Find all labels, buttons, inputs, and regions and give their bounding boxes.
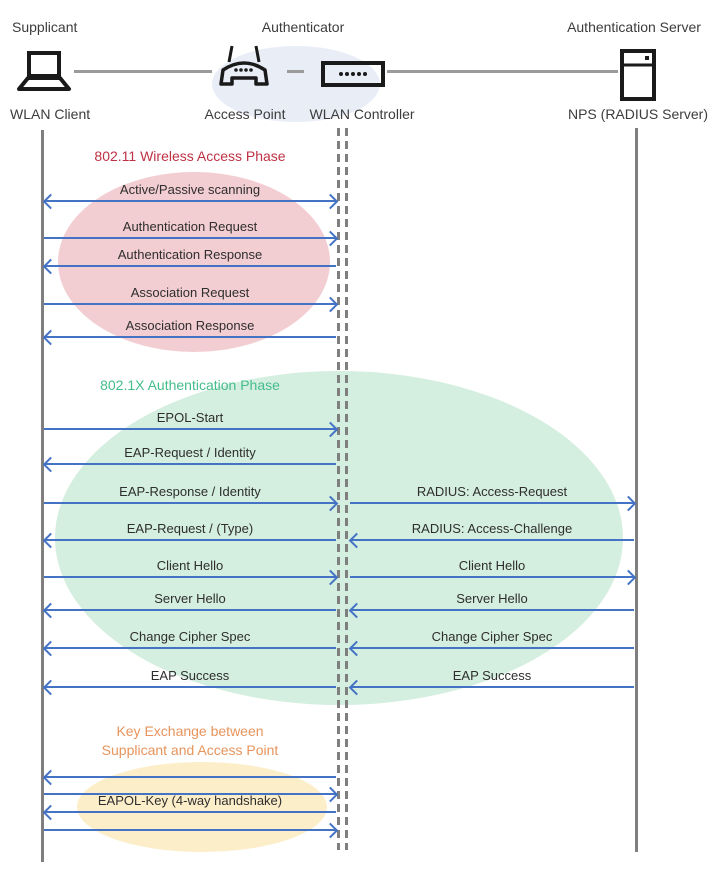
message-label: Change Cipher Spec — [431, 629, 553, 644]
message-label: Server Hello — [154, 591, 226, 606]
message-line — [350, 686, 634, 688]
message-label: Change Cipher Spec — [129, 629, 251, 644]
message-line — [44, 811, 336, 813]
role-supplicant: Supplicant — [12, 19, 78, 35]
arrowhead-left-icon — [42, 769, 59, 786]
message-line — [44, 200, 336, 202]
message-label: EAP-Request / Identity — [124, 445, 256, 460]
message-line — [350, 647, 634, 649]
message-label: Client Hello — [458, 558, 526, 573]
connector-wlc-server — [387, 70, 618, 73]
message-line — [44, 686, 336, 688]
access-point-icon — [214, 44, 274, 94]
message-label: Authentication Response — [117, 247, 263, 262]
message-label: Client Hello — [156, 558, 224, 573]
message-label: EAP-Response / Identity — [119, 484, 261, 499]
message-line — [350, 502, 634, 504]
device-wlan-controller: WLAN Controller — [309, 106, 415, 122]
device-wlan-client: WLAN Client — [10, 106, 91, 122]
message-line — [44, 776, 336, 778]
message-line — [44, 502, 336, 504]
message-line — [44, 829, 336, 831]
server-lifeline — [635, 128, 638, 852]
message-label: RADIUS: Access-Request — [416, 484, 568, 499]
message-label: Server Hello — [456, 591, 528, 606]
role-authentication-server: Authentication Server — [567, 19, 701, 35]
phase3-title-line2: Supplicant and Access Point — [101, 742, 279, 758]
phase3-title-line1: Key Exchange between — [116, 723, 264, 739]
message-label: Association Request — [130, 285, 250, 300]
role-authenticator: Authenticator — [261, 19, 345, 35]
phase1-title: 802.11 Wireless Access Phase — [94, 148, 286, 164]
connector-client-ap — [74, 70, 212, 73]
message-label: Active/Passive scanning — [119, 182, 261, 197]
message-label: EPOL-Start — [156, 410, 224, 425]
message-label: EAP Success — [150, 668, 230, 683]
laptop-icon — [12, 50, 74, 94]
message-line — [44, 539, 336, 541]
device-nps-radius-server: NPS (RADIUS Server) — [567, 106, 709, 122]
message-line — [44, 647, 336, 649]
message-line — [44, 303, 336, 305]
device-access-point: Access Point — [204, 106, 286, 122]
message-line — [44, 237, 336, 239]
message-line — [44, 463, 336, 465]
message-label: EAP Success — [452, 668, 532, 683]
message-label: RADIUS: Access-Challenge — [411, 521, 573, 536]
supplicant-lifeline — [41, 130, 44, 862]
message-label: EAP-Request / (Type) — [126, 521, 254, 536]
message-line — [44, 336, 336, 338]
controller-lifeline-left — [337, 128, 340, 850]
message-label: EAPOL-Key (4-way handshake) — [97, 793, 283, 808]
message-line — [44, 793, 336, 795]
arrowhead-right-icon — [322, 822, 339, 839]
message-line — [350, 539, 634, 541]
message-line — [44, 265, 336, 267]
message-line — [44, 428, 336, 430]
controller-lifeline-right — [345, 128, 348, 850]
message-label: Association Response — [125, 318, 255, 333]
phase3-title: Key Exchange between Supplicant and Acce… — [40, 722, 340, 760]
message-line — [44, 609, 336, 611]
message-line — [44, 576, 336, 578]
message-label: Authentication Request — [122, 219, 258, 234]
server-icon — [620, 49, 656, 101]
message-line — [350, 576, 634, 578]
wlan-controller-icon — [321, 61, 385, 87]
message-line — [350, 609, 634, 611]
phase2-title: 802.1X Authentication Phase — [100, 377, 280, 393]
phase1-ellipse — [58, 172, 330, 352]
connector-ap-wlc-dash — [287, 70, 304, 73]
